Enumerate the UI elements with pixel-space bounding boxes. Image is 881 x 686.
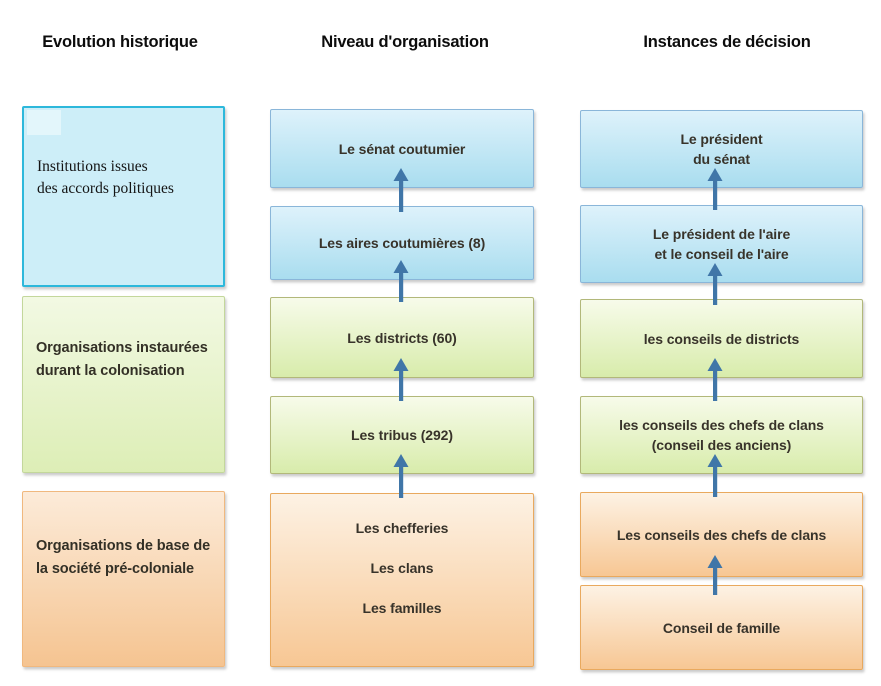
era-box-colonisation: Organisations instaurées durant la colon… (22, 296, 225, 473)
decision-box-president-senat: Le président du sénat (580, 110, 863, 188)
org-label-chefferies: Les chefferies (355, 520, 449, 536)
arrow-conseils-districts-to-president-aire-icon (707, 263, 723, 305)
corner-sheen (27, 110, 61, 135)
era-box-institutions-accords: Institutions issues des accords politiqu… (22, 106, 225, 287)
org-label: Les aires coutumières (8) (318, 235, 486, 251)
era-label: Organisations instaurées durant la colon… (36, 340, 208, 379)
org-box-chefferies-clans-familles: Les chefferies Les clans Les familles (270, 493, 534, 667)
org-label-familles: Les familles (362, 600, 442, 616)
arrow-conseils-chefs-clans-up-icon (707, 454, 723, 497)
arrow-chefs-clans-to-conseils-districts-icon (707, 358, 723, 401)
decision-label: les conseils de districts (643, 330, 800, 347)
decision-label: Les conseils des chefs de clans (616, 526, 827, 543)
column-header-niveau-organisation: Niveau d'organisation (321, 33, 489, 51)
era-box-pre-coloniale: Organisations de base de la société pré-… (22, 491, 225, 667)
decision-box-president-aire: Le président de l'aire et le conseil de … (580, 205, 863, 283)
arrow-president-aire-to-president-senat-icon (707, 168, 723, 210)
org-box-districts: Les districts (60) (270, 297, 534, 378)
org-label-clans: Les clans (370, 560, 434, 576)
decision-label: Le président de l'aire et le conseil de … (652, 226, 791, 262)
column-header-evolution-historique: Evolution historique (42, 33, 198, 51)
decision-box-conseils-districts: les conseils de districts (580, 299, 863, 378)
arrow-districts-to-aires-icon (393, 260, 409, 302)
era-label: Organisations de base de la société pré-… (36, 538, 211, 577)
column-header-instances-decision: Instances de décision (643, 33, 811, 51)
decision-label: les conseils des chefs de clans (conseil… (619, 417, 824, 453)
org-label: Les districts (60) (347, 329, 457, 346)
arrow-conseil-famille-to-chefs-clans-icon (707, 555, 723, 595)
decision-box-conseils-chefs-clans-anciens: les conseils des chefs de clans (conseil… (580, 396, 863, 474)
decision-box-conseil-famille: Conseil de famille (580, 585, 863, 670)
org-label: Le sénat coutumier (338, 140, 466, 157)
era-label: Institutions issues des accords politiqu… (37, 158, 174, 197)
arrow-tribus-to-districts-icon (393, 358, 409, 401)
arrow-aires-to-senat-icon (393, 168, 409, 212)
decision-label: Le président du sénat (680, 131, 763, 167)
org-label: Les tribus (292) (351, 427, 453, 443)
decision-label: Conseil de famille (662, 619, 781, 636)
arrow-chefferies-to-tribus-icon (393, 454, 409, 498)
decision-box-conseils-chefs-clans: Les conseils des chefs de clans (580, 492, 863, 577)
